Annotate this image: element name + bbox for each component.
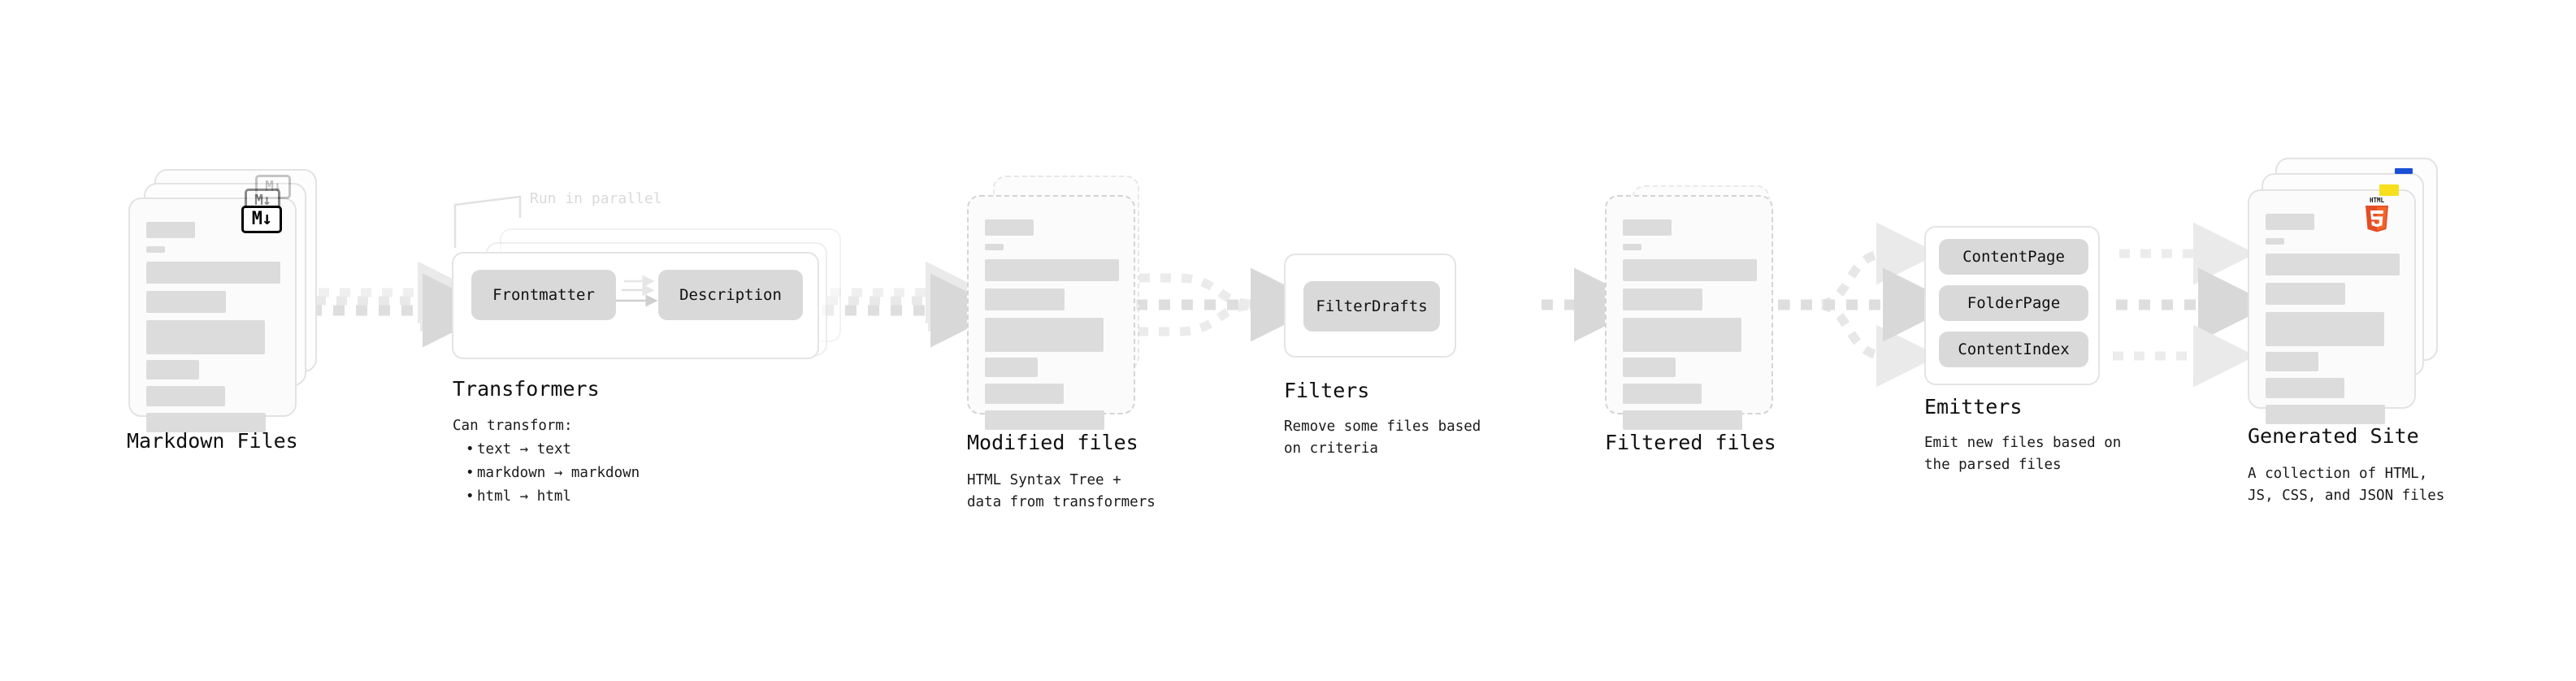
emitter-chip-contentpage[interactable]: ContentPage: [1939, 239, 2088, 275]
transformer-inner-arrows: [616, 275, 658, 307]
skeleton-bar: [146, 320, 265, 354]
skeleton-bar: [985, 288, 1065, 310]
transformers-panel-front[interactable]: Frontmatter Description: [452, 252, 819, 359]
skeleton-bar: [2266, 254, 2400, 275]
filtered-card-front: [1605, 195, 1773, 430]
skeleton-bar: [1623, 358, 1676, 377]
transformers-bullet: html → html: [466, 485, 721, 509]
stage-title-generated-site: Generated Site: [2248, 424, 2419, 448]
emitter-chip-label: FolderPage: [1967, 294, 2061, 312]
skeleton-bar: [146, 386, 225, 406]
arrow-emitters-to-site: [2113, 222, 2272, 388]
run-in-parallel-label: Run in parallel: [530, 190, 662, 207]
skeleton-bar: [146, 360, 199, 380]
emitter-chip-contentindex[interactable]: ContentIndex: [1939, 332, 2088, 367]
skeleton-bar: [2266, 405, 2385, 424]
skeleton-bar: [985, 384, 1064, 404]
arrow-filtered-to-emitters: [1778, 222, 1957, 388]
skeleton-bar: [985, 318, 1104, 352]
skeleton-bar: [985, 259, 1119, 281]
skeleton-bar: [2266, 214, 2314, 230]
emitter-chip-folderpage[interactable]: FolderPage: [1939, 285, 2088, 321]
skeleton-bar: [985, 410, 1104, 430]
emitters-description: Emit new files based on the parsed files: [1924, 435, 2122, 474]
transformers-bullet: text → text: [466, 438, 721, 462]
skeleton-bar: [146, 291, 226, 313]
skeleton-bar: [146, 413, 266, 432]
transformers-description: Can transform: text → text markdown → ma…: [453, 414, 721, 509]
arrow-modified-to-filters: [1136, 267, 1325, 342]
skeleton-bar: [2266, 352, 2318, 371]
skeleton-bar: [1623, 384, 1702, 404]
skeleton-bar: [1623, 410, 1742, 430]
stage-title-filters: Filters: [1284, 379, 1370, 402]
transformers-description-head: Can transform:: [453, 418, 573, 434]
markdown-card-front: [128, 197, 297, 432]
emitter-chip-label: ContentIndex: [1958, 340, 2070, 358]
markdown-icon: M↓: [241, 206, 282, 233]
filters-panel[interactable]: FilterDrafts: [1284, 254, 1456, 358]
transformer-chip-label: Description: [679, 286, 782, 304]
filter-chip-filterdrafts[interactable]: FilterDrafts: [1303, 281, 1440, 332]
skeleton-bar: [985, 219, 1034, 236]
stage-title-emitters: Emitters: [1924, 395, 2023, 419]
transformers-bullet-list: text → text markdown → markdown html → h…: [453, 438, 721, 509]
skeleton-bar: [2266, 312, 2384, 346]
generated-site-description: A collection of HTML, JS, CSS, and JSON …: [2248, 466, 2445, 505]
modified-card-front: [967, 195, 1135, 430]
emitter-chip-label: ContentPage: [1962, 248, 2065, 266]
stage-title-modified-files: Modified files: [967, 431, 1138, 454]
transformers-bullet: markdown → markdown: [466, 462, 721, 485]
filters-description: Remove some files based on criteria: [1284, 419, 1481, 458]
markdown-icon-glyph: M↓: [254, 192, 271, 209]
skeleton-bar: [2266, 283, 2345, 305]
javascript-icon: [2379, 184, 2399, 196]
transformer-chip-frontmatter[interactable]: Frontmatter: [471, 270, 616, 320]
markdown-icon-glyph: M↓: [251, 209, 272, 229]
skeleton-bar: [2266, 238, 2284, 245]
svg-text:HTML: HTML: [2370, 197, 2385, 204]
skeleton-bar: [985, 358, 1038, 377]
transformer-chip-description[interactable]: Description: [658, 270, 803, 320]
skeleton-bar: [985, 244, 1004, 250]
skeleton-bar: [2266, 378, 2344, 398]
modified-files-description: HTML Syntax Tree + data from transformer…: [967, 472, 1156, 511]
css3-icon: [2395, 168, 2413, 174]
markdown-icon: M↓: [255, 175, 291, 199]
skeleton-bar: [1623, 259, 1757, 281]
html5-icon: HTML: [2362, 196, 2392, 232]
filter-chip-label: FilterDrafts: [1316, 297, 1428, 315]
stage-title-markdown-files: Markdown Files: [127, 429, 298, 453]
stage-title-filtered-files: Filtered files: [1605, 431, 1776, 454]
skeleton-bar: [1623, 219, 1672, 236]
transformer-chip-label: Frontmatter: [492, 286, 595, 304]
generated-card-front: [2248, 189, 2416, 424]
skeleton-bar: [146, 246, 165, 253]
skeleton-bar: [146, 222, 195, 238]
arrow-markdown-to-transformers: [310, 261, 497, 348]
skeleton-bar: [146, 262, 280, 284]
skeleton-bar: [1623, 288, 1702, 310]
stage-title-transformers: Transformers: [453, 377, 600, 401]
skeleton-bar: [1623, 318, 1741, 352]
skeleton-bar: [1623, 244, 1641, 250]
emitters-panel[interactable]: ContentPage FolderPage ContentIndex: [1924, 226, 2100, 385]
